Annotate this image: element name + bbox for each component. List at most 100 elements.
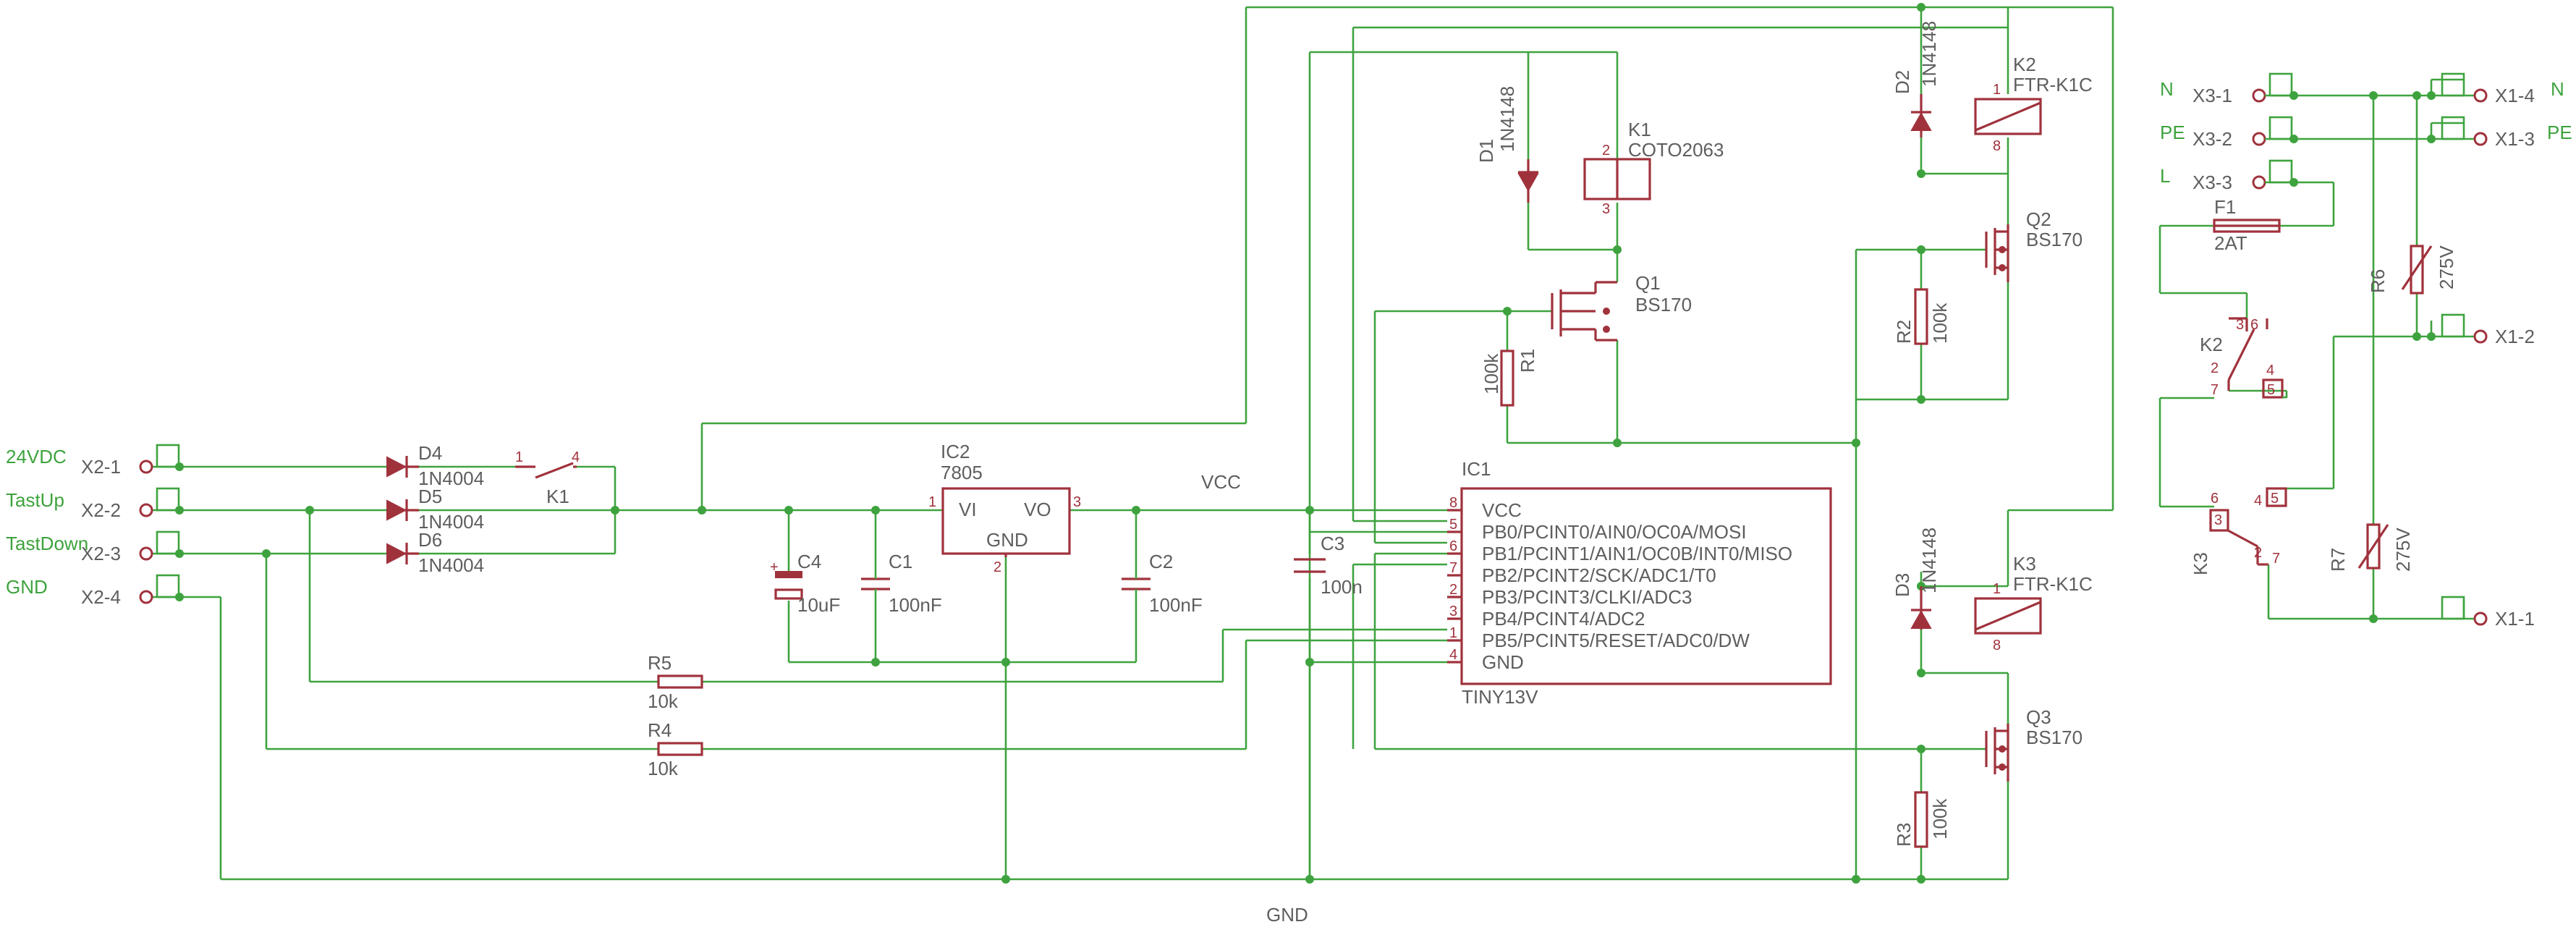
svg-text:100k: 100k bbox=[1929, 798, 1951, 839]
svg-text:FTR-K1C: FTR-K1C bbox=[2013, 573, 2093, 595]
svg-text:100n: 100n bbox=[1321, 576, 1363, 598]
ic1-pin-number: 8 bbox=[1449, 495, 1457, 511]
x2-3-label: X2-3 bbox=[81, 543, 121, 564]
svg-text:K1: K1 bbox=[546, 486, 569, 507]
svg-text:4: 4 bbox=[572, 449, 580, 465]
ic1-pin-name: PB5/PCINT5/RESET/ADC0/DW bbox=[1482, 630, 1750, 651]
svg-text:K2: K2 bbox=[2013, 54, 2036, 75]
svg-text:X3-3: X3-3 bbox=[2192, 172, 2232, 193]
regulator-ic2: IC2 7805 VI VO GND 1 3 2 bbox=[928, 441, 1081, 575]
svg-text:D5: D5 bbox=[418, 486, 442, 507]
diode-d1: 1N4148 bbox=[1496, 86, 1539, 203]
gnd-net-label: GND bbox=[1266, 904, 1308, 926]
svg-text:VI: VI bbox=[959, 499, 977, 520]
diode-d3: D3 1N4148 bbox=[1891, 528, 1940, 630]
svg-text:D3: D3 bbox=[1891, 573, 1913, 597]
svg-text:1N4148: 1N4148 bbox=[1918, 528, 1940, 593]
svg-text:IC2: IC2 bbox=[941, 441, 970, 462]
svg-text:8: 8 bbox=[1993, 138, 2001, 154]
resistor-r3: R3 100k bbox=[1893, 791, 1951, 848]
svg-text:PE: PE bbox=[2547, 122, 2572, 143]
ic1-pin-number: 7 bbox=[1449, 560, 1457, 576]
svg-text:7: 7 bbox=[2272, 551, 2280, 567]
svg-text:X1-1: X1-1 bbox=[2495, 608, 2535, 630]
x2-3-signal: TastDown bbox=[6, 533, 88, 554]
mosfet-q3: Q3 BS170 bbox=[1985, 706, 2083, 782]
svg-text:1N4004: 1N4004 bbox=[418, 511, 484, 533]
svg-text:3: 3 bbox=[1073, 494, 1081, 510]
relay-k2-coil: 1 8 K2 FTR-K1C bbox=[1974, 54, 2093, 154]
ic1-pin-name: PB3/PCINT3/CLKI/ADC3 bbox=[1482, 586, 1692, 608]
svg-text:100k: 100k bbox=[1929, 302, 1951, 344]
svg-text:1N4148: 1N4148 bbox=[1918, 21, 1940, 87]
svg-text:X1-3: X1-3 bbox=[2495, 128, 2535, 150]
relay-k1-coil: 2 3 K1 COTO2063 bbox=[1583, 119, 1724, 217]
svg-text:2AT: 2AT bbox=[2214, 232, 2247, 254]
svg-text:2: 2 bbox=[2211, 360, 2219, 376]
svg-text:PE: PE bbox=[2160, 122, 2185, 143]
svg-text:VO: VO bbox=[1024, 499, 1051, 520]
svg-text:3: 3 bbox=[2214, 512, 2222, 528]
ic1-pin-name: PB1/PCINT1/AIN1/OC0B/INT0/MISO bbox=[1482, 543, 1792, 564]
svg-text:4: 4 bbox=[2254, 493, 2262, 509]
ic1-pin-number: 3 bbox=[1449, 604, 1457, 619]
svg-text:X1-2: X1-2 bbox=[2495, 326, 2535, 347]
junctions bbox=[175, 3, 2436, 884]
ic1-pin-name: VCC bbox=[1482, 499, 1522, 521]
svg-text:10k: 10k bbox=[648, 758, 679, 779]
svg-text:F1: F1 bbox=[2214, 196, 2236, 218]
svg-text:BS170: BS170 bbox=[1635, 294, 1692, 316]
svg-text:K3: K3 bbox=[2013, 553, 2036, 575]
svg-text:C4: C4 bbox=[797, 551, 821, 572]
capacitor-c1: C1 100nF bbox=[861, 551, 942, 616]
fuse-f1: F1 2AT bbox=[2213, 196, 2281, 254]
svg-text:TINY13V: TINY13V bbox=[1462, 686, 1538, 708]
svg-text:1: 1 bbox=[1993, 82, 2001, 98]
svg-text:275V: 275V bbox=[2436, 245, 2457, 289]
capacitor-c4: + C4 10uF bbox=[770, 551, 840, 616]
svg-text:FTR-K1C: FTR-K1C bbox=[2013, 74, 2093, 96]
ic1-pin-number: 4 bbox=[1449, 647, 1457, 663]
svg-text:BS170: BS170 bbox=[2026, 229, 2083, 250]
mosfet-q2: Q2 BS170 bbox=[1985, 208, 2083, 282]
ic1-pin-name: PB4/PCINT4/ADC2 bbox=[1482, 608, 1645, 630]
ic1-pin-number: 5 bbox=[1449, 517, 1457, 533]
ic1-pin-list: 8 VCC 5 PB0/PCINT0/AIN0/OC0A/MOSI 6 PB1/PCINT… bbox=[1447, 495, 1792, 673]
svg-text:C1: C1 bbox=[889, 551, 912, 572]
connector-x3: N X3-1 PE X3-2 L X3-3 bbox=[2160, 72, 2294, 193]
svg-text:2: 2 bbox=[1602, 143, 1610, 158]
varistor-r6: R6 275V bbox=[2367, 245, 2457, 295]
ic1-pin-name: PB0/PCINT0/AIN0/OC0A/MOSI bbox=[1482, 521, 1747, 543]
resistor-r4: R4 10k bbox=[648, 719, 703, 779]
svg-text:K2: K2 bbox=[2200, 334, 2223, 355]
resistor-r1: 100k R1 bbox=[1480, 349, 1538, 407]
svg-text:5: 5 bbox=[2267, 382, 2275, 398]
svg-text:R2: R2 bbox=[1893, 320, 1915, 344]
svg-text:N: N bbox=[2160, 78, 2174, 100]
svg-text:R5: R5 bbox=[648, 652, 671, 674]
svg-text:L: L bbox=[2160, 165, 2170, 187]
relay-k1-contact: 1 4 K1 bbox=[515, 449, 580, 507]
svg-text:7: 7 bbox=[2211, 382, 2219, 398]
svg-text:2: 2 bbox=[993, 559, 1001, 575]
svg-text:10k: 10k bbox=[648, 690, 679, 712]
svg-text:R1: R1 bbox=[1517, 349, 1538, 373]
svg-text:6: 6 bbox=[2211, 491, 2219, 507]
diode-d5: D5 1N4004 bbox=[386, 486, 484, 533]
d1-ref: D1 bbox=[1475, 139, 1497, 163]
svg-text:K3: K3 bbox=[2190, 552, 2211, 575]
capacitor-c2: C2 100nF bbox=[1122, 551, 1203, 616]
svg-text:D2: D2 bbox=[1891, 70, 1913, 94]
svg-text:K1: K1 bbox=[1628, 119, 1651, 140]
relay-k3-contact: K3 6 3 2 7 4 5 bbox=[2190, 487, 2287, 575]
capacitor-c3: C3 100n bbox=[1294, 533, 1363, 598]
ic1-pin-number: 6 bbox=[1449, 538, 1457, 554]
svg-text:Q3: Q3 bbox=[2026, 706, 2051, 728]
svg-text:Q1: Q1 bbox=[1635, 272, 1661, 294]
x2-2-signal: TastUp bbox=[6, 489, 64, 511]
svg-text:X1-4: X1-4 bbox=[2495, 85, 2535, 106]
svg-text:100k: 100k bbox=[1480, 353, 1502, 394]
x2-4-signal: GND bbox=[6, 576, 48, 598]
ic1-pin-name: PB2/PCINT2/SCK/ADC1/T0 bbox=[1482, 564, 1716, 586]
svg-text:7805: 7805 bbox=[941, 462, 983, 483]
